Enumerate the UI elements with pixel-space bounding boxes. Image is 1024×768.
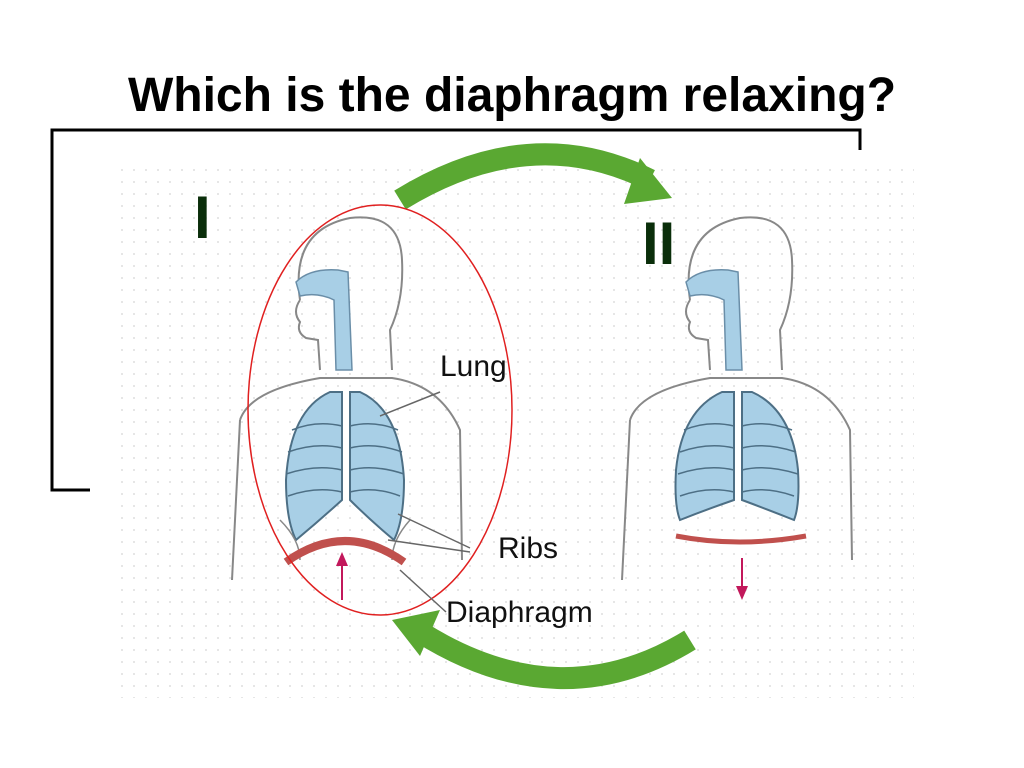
panel-label-1: I	[194, 184, 211, 251]
diaphragm-left	[283, 537, 407, 566]
diaphragm-arrow-up	[336, 552, 348, 600]
diaphragm-right	[675, 533, 807, 545]
highlight-ellipse	[247, 204, 513, 616]
ribs-right	[677, 423, 799, 497]
airway-right	[685, 269, 743, 371]
slide-title: Which is the diaphragm relaxing?	[127, 69, 897, 122]
ribs-label: Ribs	[498, 532, 559, 565]
label-pointers	[379, 391, 471, 613]
figure-inhaling	[231, 216, 463, 600]
head-outline-left	[297, 216, 404, 371]
head-outline-right	[687, 216, 794, 371]
ribs-left	[285, 423, 405, 497]
cycle-arrow-top	[394, 143, 672, 210]
panel-label-2: II	[642, 210, 676, 277]
cycle-arrow-bottom	[392, 610, 696, 689]
airway-left	[295, 269, 353, 371]
torso-outline-right	[629, 377, 853, 561]
figure-exhaling	[621, 216, 853, 600]
lung-left-1	[284, 391, 343, 542]
torso-outline-left	[239, 377, 463, 561]
lung-right-1	[349, 391, 406, 542]
diaphragm-label: Diaphragm	[446, 596, 593, 629]
diaphragm-arrow-down	[736, 558, 748, 600]
lung-label: Lung	[440, 350, 507, 383]
bracket-line	[50, 128, 862, 492]
